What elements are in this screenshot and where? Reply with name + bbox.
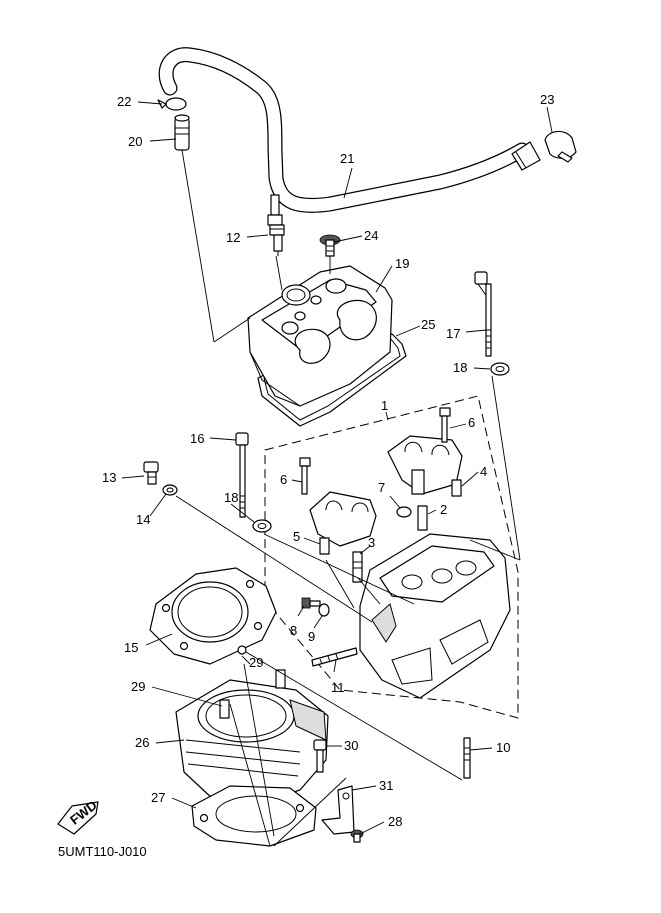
callout-16: 16 [190,431,204,446]
seal-plug[interactable] [396,506,412,518]
callout-4: 4 [480,464,487,479]
callout-10: 10 [496,740,510,755]
callout-31: 31 [379,778,393,793]
breather-hose[interactable] [158,47,541,213]
small-stud[interactable] [417,505,428,531]
diagram-code: 5UMT110-J010 [58,844,147,859]
callout-11: 11 [331,680,345,695]
callout-29-lower: 29 [131,679,145,694]
dowel-pin-right[interactable] [451,479,462,497]
callout-23: 23 [540,92,554,107]
union-bolt[interactable] [301,597,321,609]
camshaft-cap-right[interactable] [387,435,463,495]
callout-9: 9 [308,629,315,644]
callout-24: 24 [364,228,378,243]
callout-2: 2 [440,502,447,517]
callout-18-right: 18 [453,360,467,375]
washer-left[interactable] [252,519,272,533]
cap-bolt-left[interactable] [299,457,311,495]
cylinder-head-gasket-metal[interactable] [149,567,277,665]
copper-washer[interactable] [318,603,330,617]
hose-fitting[interactable] [174,114,190,151]
bracket-bolt[interactable] [350,829,364,843]
washer-right[interactable] [490,362,510,376]
cover-bolt[interactable] [319,234,341,257]
callout-15: 15 [124,640,138,655]
callout-labels: 22 20 23 21 12 24 19 25 17 18 1 6 4 16 1… [102,92,554,829]
callout-19: 19 [395,256,409,271]
cylinder-head-assembly-outline [264,395,519,719]
callout-18-left: 18 [224,490,238,505]
cylinder-head-cover[interactable] [247,265,393,407]
drain-plug[interactable] [143,461,159,485]
hose-clamp[interactable] [544,130,577,163]
spark-plug[interactable] [267,194,285,256]
cylinder-head[interactable] [359,533,511,699]
callout-1: 1 [381,398,388,413]
callout-14: 14 [136,512,150,527]
callout-25: 25 [421,317,435,332]
callout-12: 12 [226,230,240,245]
callout-30: 30 [344,738,358,753]
camshaft-cap-left[interactable] [309,491,377,547]
cylinder-bolt[interactable] [313,739,327,773]
callout-6-left: 6 [280,472,287,487]
plug-gasket[interactable] [162,484,178,496]
guide-bracket[interactable] [321,785,355,835]
callout-leaders [121,101,553,835]
cylinder[interactable] [175,669,329,807]
exhaust-stud[interactable] [311,647,358,667]
cap-bolt-right[interactable] [439,407,451,443]
hose-clip-small[interactable] [157,97,187,111]
callout-13: 13 [102,470,116,485]
callout-29-upper: 29 [249,655,263,670]
head-bolt-long-left[interactable] [235,432,249,518]
callout-3: 3 [368,535,375,550]
callout-28: 28 [388,814,402,829]
dowel-pin-left[interactable] [319,537,330,555]
callout-20: 20 [128,134,142,149]
head-bolt-long-right[interactable] [474,271,492,357]
callout-26: 26 [135,735,149,750]
stud-bolt[interactable] [352,551,363,583]
long-stud[interactable] [463,737,471,779]
callout-5: 5 [293,529,300,544]
callout-7: 7 [378,480,385,495]
callout-21: 21 [340,151,354,166]
reference-lines [175,149,521,847]
forward-direction-arrow: FWD [57,798,100,835]
callout-17: 17 [446,326,460,341]
callout-22: 22 [117,94,131,109]
callout-6-right: 6 [468,415,475,430]
callout-27: 27 [151,790,165,805]
callout-8: 8 [290,623,297,638]
